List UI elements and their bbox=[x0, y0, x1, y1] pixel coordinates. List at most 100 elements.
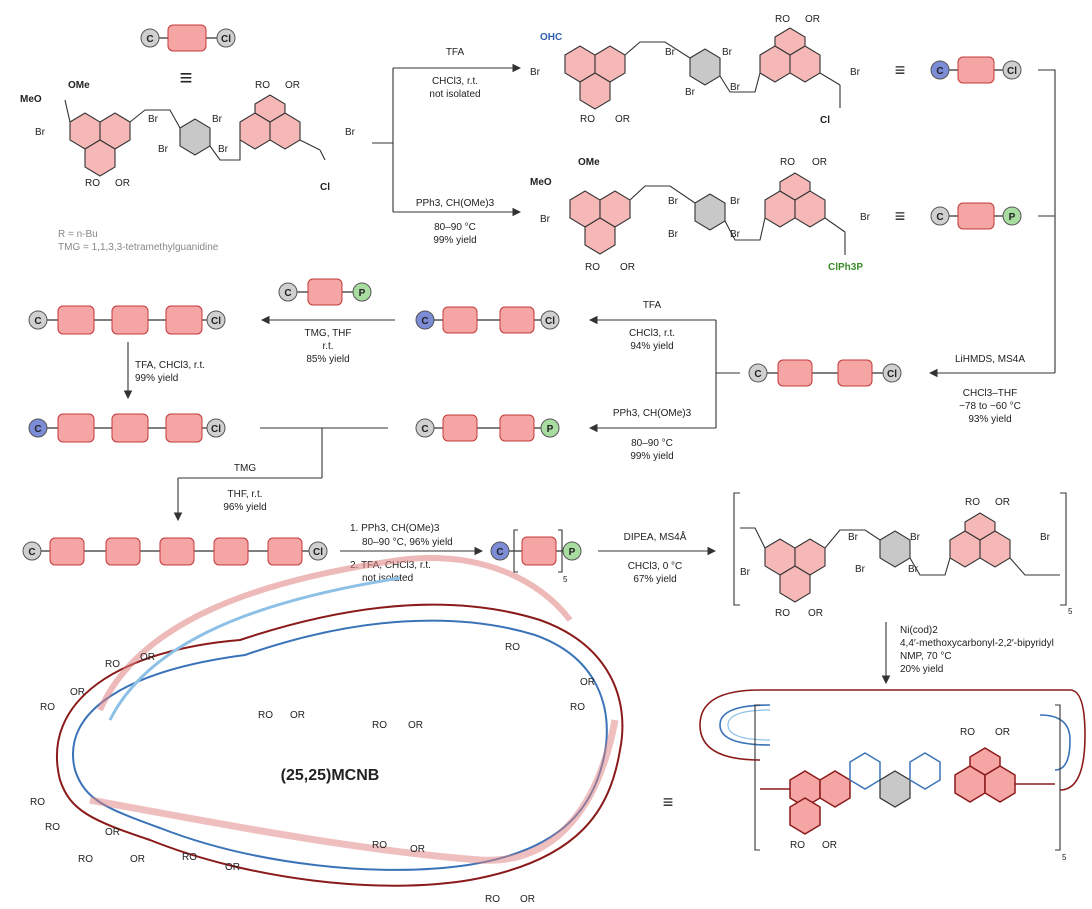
svg-text:Br: Br bbox=[860, 212, 871, 223]
svg-text:Br: Br bbox=[855, 564, 866, 575]
svg-text:OR: OR bbox=[995, 727, 1010, 738]
monomer-p-block-small: C P bbox=[278, 278, 372, 306]
svg-text:CHCl3, 0 °C: CHCl3, 0 °C bbox=[628, 561, 683, 572]
phosphonium-block: C P bbox=[930, 202, 1022, 230]
svg-text:≡: ≡ bbox=[895, 60, 906, 80]
svg-text:P: P bbox=[1009, 212, 1016, 223]
svg-text:C: C bbox=[146, 34, 153, 45]
svg-text:OR: OR bbox=[115, 178, 130, 189]
product-name: (25,25)MCNB bbox=[281, 767, 380, 784]
pentamer-block: C Cl bbox=[22, 537, 328, 566]
svg-text:94% yield: 94% yield bbox=[630, 341, 673, 352]
svg-text:−78 to −60 °C: −78 to −60 °C bbox=[959, 401, 1021, 412]
svg-text:TFA: TFA bbox=[446, 47, 465, 58]
svg-text:5: 5 bbox=[1068, 607, 1073, 616]
svg-text:OR: OR bbox=[620, 262, 635, 273]
mcnb-nanobelt bbox=[55, 555, 624, 887]
svg-text:RO: RO bbox=[775, 14, 790, 25]
svg-text:C: C bbox=[421, 424, 428, 435]
dimer-block: C Cl bbox=[748, 359, 902, 387]
svg-text:99% yield: 99% yield bbox=[135, 373, 178, 384]
svg-text:OR: OR bbox=[290, 710, 305, 721]
svg-text:Br: Br bbox=[730, 82, 741, 93]
svg-text:Br: Br bbox=[908, 564, 919, 575]
svg-text:C: C bbox=[28, 547, 35, 558]
svg-text:Br: Br bbox=[740, 567, 751, 578]
svg-text:OMe: OMe bbox=[68, 80, 90, 91]
svg-text:OMe: OMe bbox=[578, 157, 600, 168]
svg-text:RO: RO bbox=[45, 822, 60, 833]
svg-text:OR: OR bbox=[285, 80, 300, 91]
svg-text:RO: RO bbox=[255, 80, 270, 91]
svg-text:OR: OR bbox=[580, 677, 595, 688]
phosphonium-structure bbox=[569, 172, 846, 255]
svg-text:96% yield: 96% yield bbox=[223, 502, 266, 513]
svg-text:PPh3, CH(OMe)3: PPh3, CH(OMe)3 bbox=[613, 408, 692, 419]
svg-text:Br: Br bbox=[730, 229, 741, 240]
svg-text:Br: Br bbox=[158, 144, 169, 155]
svg-text:OR: OR bbox=[995, 497, 1010, 508]
svg-text:Br: Br bbox=[848, 532, 859, 543]
svg-text:85% yield: 85% yield bbox=[306, 354, 349, 365]
svg-text:RO: RO bbox=[40, 702, 55, 713]
svg-text:RO: RO bbox=[30, 797, 45, 808]
svg-text:OR: OR bbox=[70, 687, 85, 698]
svg-text:LiHMDS, MS4A: LiHMDS, MS4A bbox=[955, 354, 1025, 365]
svg-text:Br: Br bbox=[218, 144, 229, 155]
aldehyde-dimer-block: C Cl bbox=[415, 306, 560, 334]
svg-text:OR: OR bbox=[812, 157, 827, 168]
svg-text:RO: RO bbox=[505, 642, 520, 653]
svg-text:TFA: TFA bbox=[643, 300, 662, 311]
starting-material-structure bbox=[64, 94, 326, 177]
svg-text:CHCl3, r.t.: CHCl3, r.t. bbox=[432, 76, 478, 87]
svg-text:Br: Br bbox=[668, 196, 679, 207]
svg-text:Br: Br bbox=[668, 229, 679, 240]
svg-text:Br: Br bbox=[665, 47, 676, 58]
svg-text:67% yield: 67% yield bbox=[633, 574, 676, 585]
svg-text:RO: RO bbox=[965, 497, 980, 508]
svg-text:5: 5 bbox=[563, 575, 568, 584]
svg-text:TMG, THF: TMG, THF bbox=[304, 328, 351, 339]
svg-text:TMG: TMG bbox=[234, 463, 256, 474]
svg-text:ClPh3P: ClPh3P bbox=[828, 262, 863, 273]
svg-text:Cl: Cl bbox=[221, 34, 231, 45]
svg-text:Cl: Cl bbox=[320, 182, 330, 193]
svg-text:THF, r.t.: THF, r.t. bbox=[228, 489, 263, 500]
svg-text:RO: RO bbox=[182, 852, 197, 863]
svg-text:not isolated: not isolated bbox=[429, 89, 480, 100]
svg-text:80–90 °C: 80–90 °C bbox=[434, 222, 476, 233]
svg-text:93% yield: 93% yield bbox=[968, 414, 1011, 425]
svg-text:99% yield: 99% yield bbox=[433, 235, 476, 246]
svg-text:80–90 °C: 80–90 °C bbox=[631, 438, 673, 449]
monomer-block-top: C Cl bbox=[140, 24, 236, 52]
svg-text:1. PPh3, CH(OMe)3: 1. PPh3, CH(OMe)3 bbox=[350, 523, 440, 534]
svg-text:P: P bbox=[547, 424, 554, 435]
svg-text:C: C bbox=[936, 212, 943, 223]
svg-text:5: 5 bbox=[1062, 853, 1067, 862]
svg-text:RO: RO bbox=[372, 840, 387, 851]
svg-text:80–90 °C, 96% yield: 80–90 °C, 96% yield bbox=[362, 537, 453, 548]
svg-text:RO: RO bbox=[775, 608, 790, 619]
svg-text:C: C bbox=[34, 316, 41, 327]
svg-text:MeO: MeO bbox=[530, 177, 552, 188]
svg-text:Cl: Cl bbox=[313, 547, 323, 558]
svg-text:RO: RO bbox=[580, 114, 595, 125]
svg-text:C: C bbox=[421, 316, 428, 327]
r-definition: R = n-Bu bbox=[58, 229, 98, 240]
aldehyde-structure bbox=[564, 27, 841, 110]
svg-text:C: C bbox=[754, 369, 761, 380]
svg-text:Cl: Cl bbox=[820, 115, 830, 126]
svg-text:OR: OR bbox=[225, 862, 240, 873]
svg-text:RO: RO bbox=[585, 262, 600, 273]
svg-text:≡: ≡ bbox=[895, 206, 906, 226]
trimer-block: C Cl bbox=[28, 305, 226, 335]
macrocycle-precursor-structure bbox=[733, 492, 1067, 606]
svg-text:≡: ≡ bbox=[663, 792, 674, 812]
svg-text:OR: OR bbox=[822, 840, 837, 851]
svg-text:RO: RO bbox=[78, 854, 93, 865]
svg-text:RO: RO bbox=[85, 178, 100, 189]
repeat-unit-block: C P 5 bbox=[490, 529, 582, 584]
equivalence-vertical: ≡ bbox=[180, 65, 193, 90]
svg-text:4,4′-methoxycarbonyl-2,2′-bipy: 4,4′-methoxycarbonyl-2,2′-bipyridyl bbox=[900, 638, 1054, 649]
